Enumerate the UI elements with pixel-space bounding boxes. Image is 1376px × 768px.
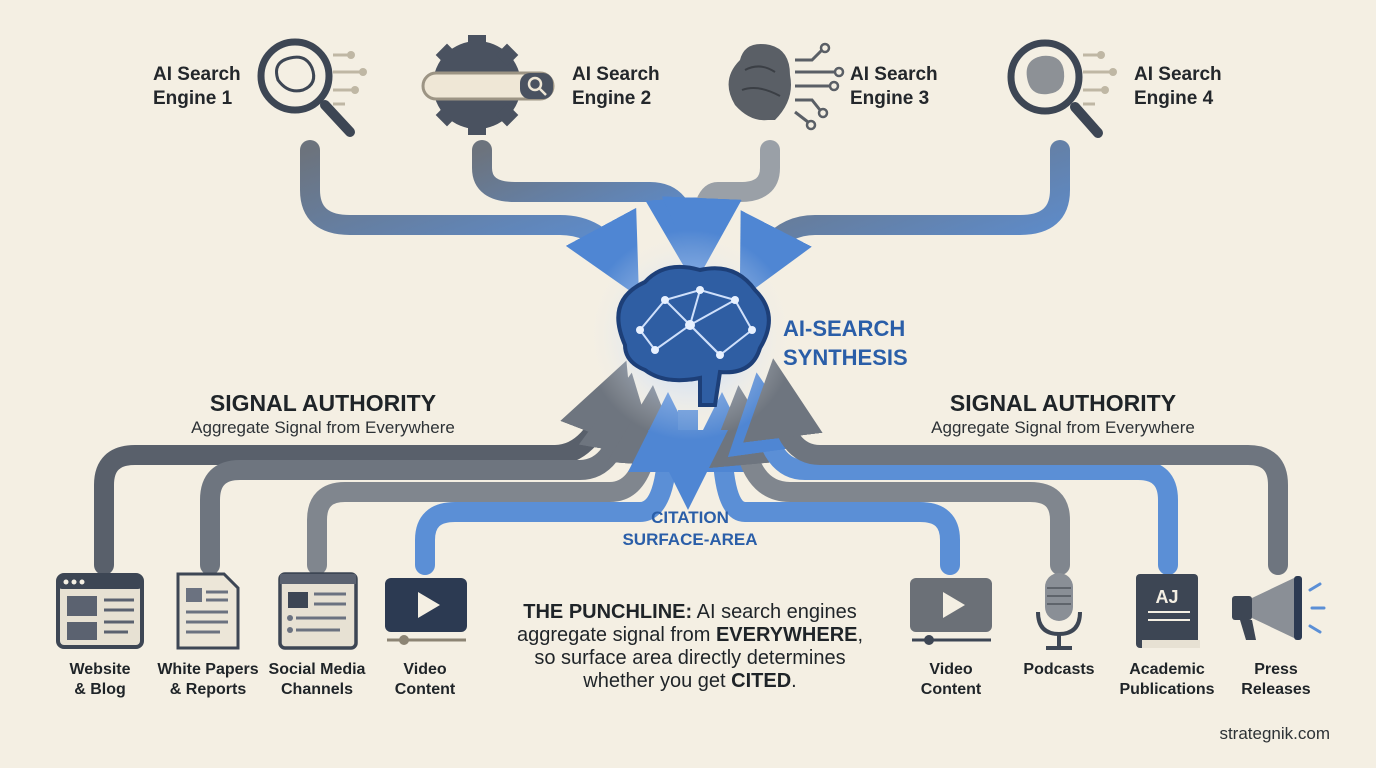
engine-1-label: AI Search Engine 1 <box>153 63 263 111</box>
gear-search-bar-icon <box>421 35 555 135</box>
source-whitepapers-line2: & Reports <box>169 681 247 698</box>
arrow-engine-1 <box>300 140 640 298</box>
engine-3-line1: AI Search <box>850 64 938 85</box>
circuit-brain-icon <box>728 42 845 131</box>
signal-right-title: SIGNAL AUTHORITY <box>949 390 1177 416</box>
journal-book-icon: AJ <box>1136 574 1200 648</box>
magnifier-brain-icon <box>257 38 367 137</box>
source-podcasts-label: Podcasts <box>994 660 1124 680</box>
source-academic-line1: Academic <box>1129 661 1205 678</box>
punchline-l2-pre: aggregate signal from <box>516 624 716 646</box>
punchline-line-3: so surface area directly determines <box>534 647 846 669</box>
engine-4-line2: Engine 4 <box>1134 88 1214 109</box>
arrow-engine-4 <box>739 140 1070 300</box>
engine-4-line1: AI Search <box>1134 64 1222 85</box>
punchline-line-1: THE PUNCHLINE: AI search engines <box>490 601 890 624</box>
source-website-label: Website & Blog <box>35 660 165 700</box>
engine-4-label: AI Search Engine 4 <box>1134 63 1244 111</box>
punchline-l1-rest: AI search engines <box>692 601 857 623</box>
microphone-icon <box>1036 573 1082 650</box>
source-social-line1: Social Media <box>268 661 366 678</box>
journal-badge: AJ <box>1155 587 1178 607</box>
punchline-l4-post: . <box>791 670 797 692</box>
citation-label: CITATION SURFACE-AREA <box>605 507 775 551</box>
source-video-left-line1: Video <box>403 661 447 678</box>
engine-3-label: AI Search Engine 3 <box>850 63 960 111</box>
source-video-right-line1: Video <box>929 661 973 678</box>
source-press-line1: Press <box>1254 661 1298 678</box>
source-video-right-line2: Content <box>920 681 982 698</box>
arrow-source-podcasts <box>705 385 1070 575</box>
source-social-label: Social Media Channels <box>252 660 382 700</box>
punchline-l4-pre: whether you get <box>583 670 732 692</box>
punchline-line-2: aggregate signal from EVERYWHERE, <box>490 624 890 647</box>
source-press-line2: Releases <box>1241 681 1311 698</box>
engine-2-label: AI Search Engine 2 <box>572 63 682 111</box>
source-podcasts-line1: Podcasts <box>1023 661 1095 678</box>
source-website-line2: & Blog <box>74 681 126 698</box>
punchline-l4-bold: CITED <box>731 670 792 692</box>
engine-arrows <box>300 140 1070 300</box>
hub-label: AI-SEARCH SYNTHESIS <box>783 314 943 372</box>
source-academic-line2: Publications <box>1119 681 1215 698</box>
browser-window-icon <box>56 573 144 649</box>
punchline-l2-post: , <box>857 624 864 646</box>
source-website-line1: Website <box>69 661 131 678</box>
source-social-line2: Channels <box>280 681 353 698</box>
hub-line1: AI-SEARCH <box>783 316 906 341</box>
punchline: THE PUNCHLINE: AI search engines aggrega… <box>490 601 890 693</box>
engine-2-line2: Engine 2 <box>572 88 652 109</box>
megaphone-icon <box>1232 576 1326 640</box>
punchline-lead: THE PUNCHLINE: <box>523 601 693 623</box>
punchline-l2-bold: EVERYWHERE <box>715 624 858 646</box>
engine-3-line2: Engine 3 <box>850 88 930 109</box>
citation-line1: CITATION <box>651 508 729 527</box>
citation-line2: SURFACE-AREA <box>622 530 758 549</box>
video-player-icon-2 <box>910 578 992 645</box>
signal-left-title: SIGNAL AUTHORITY <box>209 390 437 416</box>
arrow-engine-3 <box>661 140 780 278</box>
engine-2-line1: AI Search <box>572 64 660 85</box>
document-icon <box>176 572 240 650</box>
video-player-icon <box>385 578 467 645</box>
social-feed-icon <box>278 572 358 650</box>
source-video-left-line2: Content <box>394 681 456 698</box>
site-credit: strategnik.com <box>1219 724 1330 743</box>
source-video-right-label: Video Content <box>886 660 1016 700</box>
engine-1-line1: AI Search <box>153 64 241 85</box>
punchline-line-4: whether you get CITED. <box>490 670 890 693</box>
signal-left-subtitle: Aggregate Signal from Everywhere <box>191 418 455 437</box>
hub-line2: SYNTHESIS <box>783 345 908 370</box>
source-whitepapers-line1: White Papers <box>157 661 259 678</box>
source-whitepapers-label: White Papers & Reports <box>143 660 273 700</box>
signal-right-subtitle: Aggregate Signal from Everywhere <box>931 418 1195 437</box>
source-academic-label: Academic Publications <box>1102 660 1232 700</box>
arrow-source-press <box>743 358 1288 575</box>
source-video-left-label: Video Content <box>360 660 490 700</box>
magnifier-brain-icon-2 <box>1007 39 1117 138</box>
source-arrows <box>94 358 1288 575</box>
glowing-brain-icon <box>616 265 771 407</box>
engine-1-line2: Engine 1 <box>153 88 233 109</box>
source-press-label: Press Releases <box>1211 660 1341 700</box>
